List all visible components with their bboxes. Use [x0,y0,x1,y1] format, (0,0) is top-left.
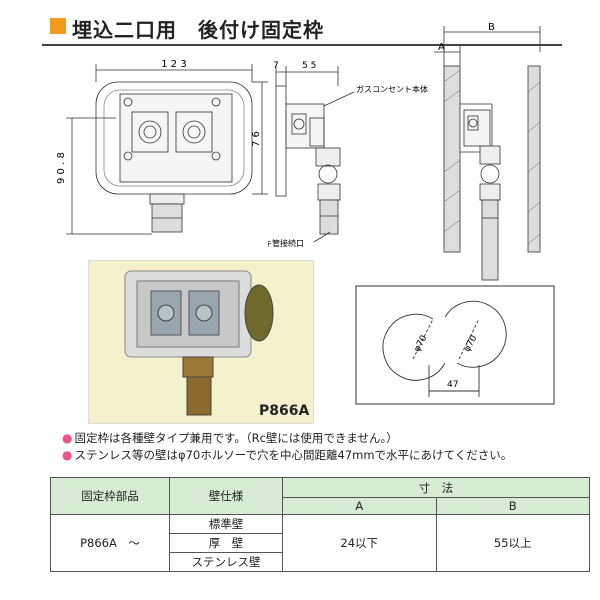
gas-outlet-label: ガスコンセント本体 [356,84,428,94]
title-bar: 埋込二口用 後付け固定枠 [42,10,562,50]
part-cell: P866A ～ [50,514,170,572]
header-wall: 壁仕様 [169,477,283,515]
note-text: 固定枠は各種壁タイプ兼用です。（Rc壁には使用できません。） [74,431,398,445]
header-dimension: 寸 法 [282,477,590,498]
a-value-cell: 24以下 [282,514,437,572]
notes-list: ● 固定枠は各種壁タイプ兼用です。（Rc壁には使用できません。） ● ステンレス… [62,430,582,464]
wall-view-drawing: A B [434,22,541,281]
header-a: A [282,497,437,515]
note-text: ステンレス等の壁はφ70ホルソーで穴を中心間距離47mmで水平にあけてください。 [74,448,513,462]
spec-table: 固定枠部品 壁仕様 寸 法 A B P866A ～ 標準壁 24以下 55以上 … [50,477,590,572]
front-height-label: 9 0 . 8 [56,152,67,184]
bullet-icon: ● [62,448,73,462]
title-marker-icon [50,18,66,34]
flex-pipe-label: フレキ管接続口 [268,238,304,248]
note-item: ● ステンレス等の壁はφ70ホルソーで穴を中心間距離47mmで水平にあけてくださ… [62,447,582,464]
hole-diagram: φ70 φ70 47 [355,285,555,405]
b-value-cell: 55以上 [435,514,590,572]
note-item: ● 固定枠は各種壁タイプ兼用です。（Rc壁には使用できません。） [62,430,582,447]
side-view-drawing: 7 5 5 ガスコンセント本体 フレキ管接続口 [268,61,428,248]
side-depth-small-label: 7 [273,61,279,71]
wall-cell: ステンレス壁 [169,552,283,572]
product-photo: P866A [88,260,314,424]
hole-distance-label: 47 [447,380,458,390]
front-width-label: 1 2 3 [161,59,186,70]
wall-a-label: A [438,42,445,53]
title-underline [42,44,562,46]
bullet-icon: ● [62,431,73,445]
wall-cell: 厚 壁 [169,533,283,553]
wall-cell: 標準壁 [169,514,283,534]
front-inner-height-label: 7 6 [251,131,262,147]
model-label: P866A [259,403,310,419]
front-view-drawing: 1 2 3 9 0 . 8 7 6 [56,59,268,235]
header-b: B [435,497,590,515]
wall-b-label: B [488,22,495,33]
page-title: 埋込二口用 後付け固定枠 [72,18,324,42]
product-illustration [124,270,274,416]
side-depth-large-label: 5 5 [302,61,316,71]
header-part: 固定枠部品 [50,477,170,515]
